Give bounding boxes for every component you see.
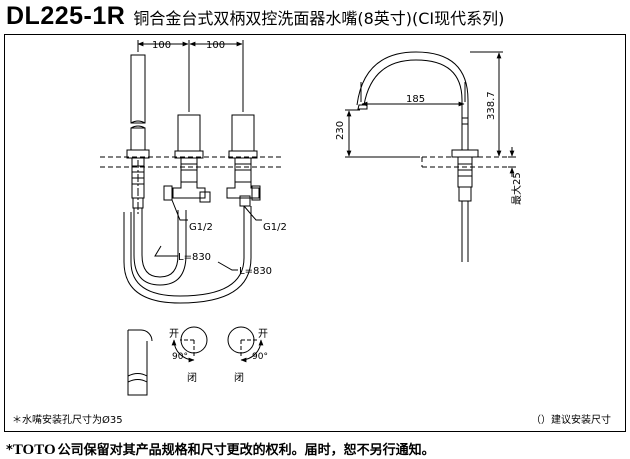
- product-description: 铜合金台式双柄双控洗面器水嘴(8英寸)(CI现代系列): [133, 9, 505, 28]
- hose-left-label: L=830: [178, 252, 211, 263]
- connector-right-label: G1/2: [263, 222, 287, 233]
- handle-rotation-right: [227, 326, 264, 363]
- handle-rotation-left: [171, 326, 208, 363]
- footer-text: 公司保留对其产品规格和尺寸更改的权利。届时，恕不另行通知。: [57, 443, 435, 458]
- close-label-right: 闭: [234, 371, 244, 384]
- open-label-right: 开: [258, 329, 268, 340]
- reach-label: 185: [406, 94, 425, 105]
- close-label-left: 闭: [187, 371, 197, 384]
- handle-right: [226, 114, 261, 207]
- height-total-label: 338.7: [486, 91, 497, 120]
- drawing-frame: [4, 34, 626, 432]
- open-label-left: 开: [169, 329, 179, 340]
- angle-label-right: 90°: [252, 352, 268, 362]
- hole-size-note: ＊水嘴安装孔尺寸为Ø35: [12, 413, 123, 426]
- hose-right-label: L=830: [239, 266, 272, 277]
- title: DL225-1R 铜合金台式双柄双控洗面器水嘴(8英寸)(CI现代系列): [6, 2, 504, 32]
- front-view: [100, 40, 282, 304]
- spout-side-detail: [127, 329, 153, 396]
- model-number: DL225-1R: [6, 2, 126, 30]
- max-deck-label: 最大25: [510, 172, 523, 205]
- angle-label-left: 90°: [172, 352, 188, 362]
- hose-lines: [123, 206, 252, 304]
- brand-name: TOTO: [12, 442, 56, 458]
- connector-left-label: G1/2: [189, 222, 213, 233]
- recommended-size-note: （）建议安装尺寸: [531, 413, 611, 426]
- height-spout-label: 230: [335, 121, 346, 140]
- handle-left: [163, 114, 211, 203]
- footer-asterisk: *: [6, 443, 13, 458]
- spacing-left-label: 100: [152, 40, 171, 51]
- spacing-right-label: 100: [206, 40, 225, 51]
- side-view: [345, 51, 516, 262]
